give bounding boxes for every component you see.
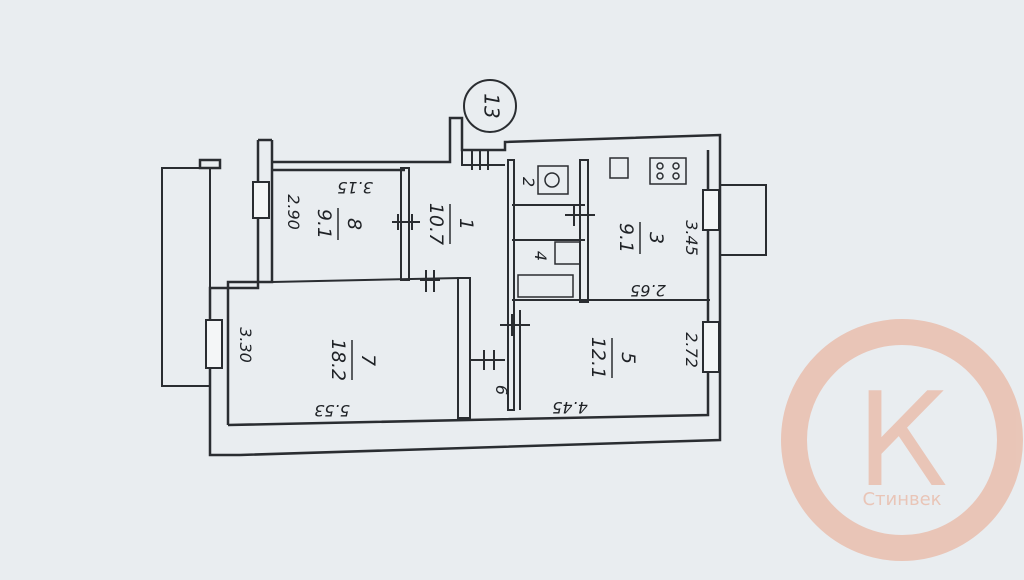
bathtub	[517, 274, 574, 298]
room-5-number: 5	[617, 352, 639, 364]
room-3-area: 9.1	[615, 223, 637, 253]
outer-wall	[239, 116, 722, 457]
dim-2-65: 2.65	[630, 281, 666, 300]
dimension-labels: 3.15 2.90 3.30 5.53 4.45 2.65 3.45 2.72	[236, 178, 701, 420]
room-4-number: 4	[531, 251, 550, 261]
balcony-outline	[161, 167, 211, 387]
door-6	[470, 350, 505, 370]
door-5	[500, 314, 530, 336]
toilet-bowl	[544, 172, 560, 188]
room-3-label: 3 9.1	[615, 222, 667, 254]
room-7-number: 7	[357, 354, 379, 366]
window-room-7	[205, 319, 223, 369]
bath-sink	[554, 241, 581, 265]
inner-perimeter	[227, 150, 710, 427]
windows	[205, 181, 720, 373]
partition-corridor	[507, 159, 515, 411]
stove	[649, 157, 687, 185]
left-outer-wall	[208, 140, 260, 457]
dim-3-15: 3.15	[337, 178, 373, 197]
watermark-text: Стинвек	[862, 489, 941, 510]
room-1-area: 10.7	[425, 203, 447, 245]
dim-3-45: 3.45	[682, 220, 701, 256]
apartment-number-circle	[463, 79, 517, 133]
room-labels: 8 9.1 1 10.7 3 9.1 7 18.2 5 12.1 2 4 6	[313, 177, 667, 395]
room-7-area: 18.2	[327, 339, 349, 381]
fixtures	[517, 157, 687, 298]
room-1-number: 1	[455, 218, 477, 230]
toilet-fixture	[537, 165, 569, 195]
room-8-area: 9.1	[313, 209, 335, 239]
left-inner-wall-line	[226, 140, 274, 425]
dim-4-45: 4.45	[552, 398, 588, 417]
dim-2-90: 2.90	[284, 194, 303, 230]
burner-1	[656, 162, 664, 170]
dim-3-30: 3.30	[236, 327, 255, 363]
watermark-ring	[781, 319, 1023, 561]
partitions	[271, 150, 710, 419]
kitchen-sink	[609, 157, 629, 179]
watermark-letter: К	[856, 364, 948, 516]
balcony-door-sill	[198, 158, 222, 170]
watermark-logo: К Стинвек	[781, 319, 1023, 561]
entry-door	[471, 150, 489, 170]
room-6-number: 6	[492, 385, 511, 395]
room-3-number: 3	[645, 232, 667, 244]
room-1-label: 1 10.7	[425, 203, 477, 245]
room-5-label: 5 12.1	[587, 337, 639, 379]
window-room-5	[702, 321, 720, 373]
room-7-label: 7 18.2	[327, 339, 379, 381]
dim-2-72: 2.72	[682, 332, 701, 368]
window-room-8	[252, 181, 270, 219]
room-8-label: 8 9.1	[313, 208, 365, 240]
door-8	[392, 214, 420, 230]
dim-5-53: 5.53	[314, 401, 350, 420]
partition-kitchen	[579, 159, 589, 303]
burner-4	[672, 172, 680, 180]
door-marks	[392, 150, 595, 370]
window-room-3	[702, 189, 720, 231]
door-7	[420, 270, 440, 292]
room-8-number: 8	[343, 218, 365, 230]
outer-walls	[198, 116, 722, 457]
room-2-number: 2	[519, 177, 538, 187]
apartment-number: 13	[480, 93, 504, 118]
burner-3	[656, 172, 664, 180]
entry-wall	[461, 150, 505, 166]
door-3	[565, 205, 595, 226]
right-balcony	[719, 184, 767, 256]
partition-8-7	[271, 277, 461, 283]
burner-2	[672, 162, 680, 170]
partition-7-6	[457, 277, 471, 419]
room-5-area: 12.1	[587, 337, 609, 379]
